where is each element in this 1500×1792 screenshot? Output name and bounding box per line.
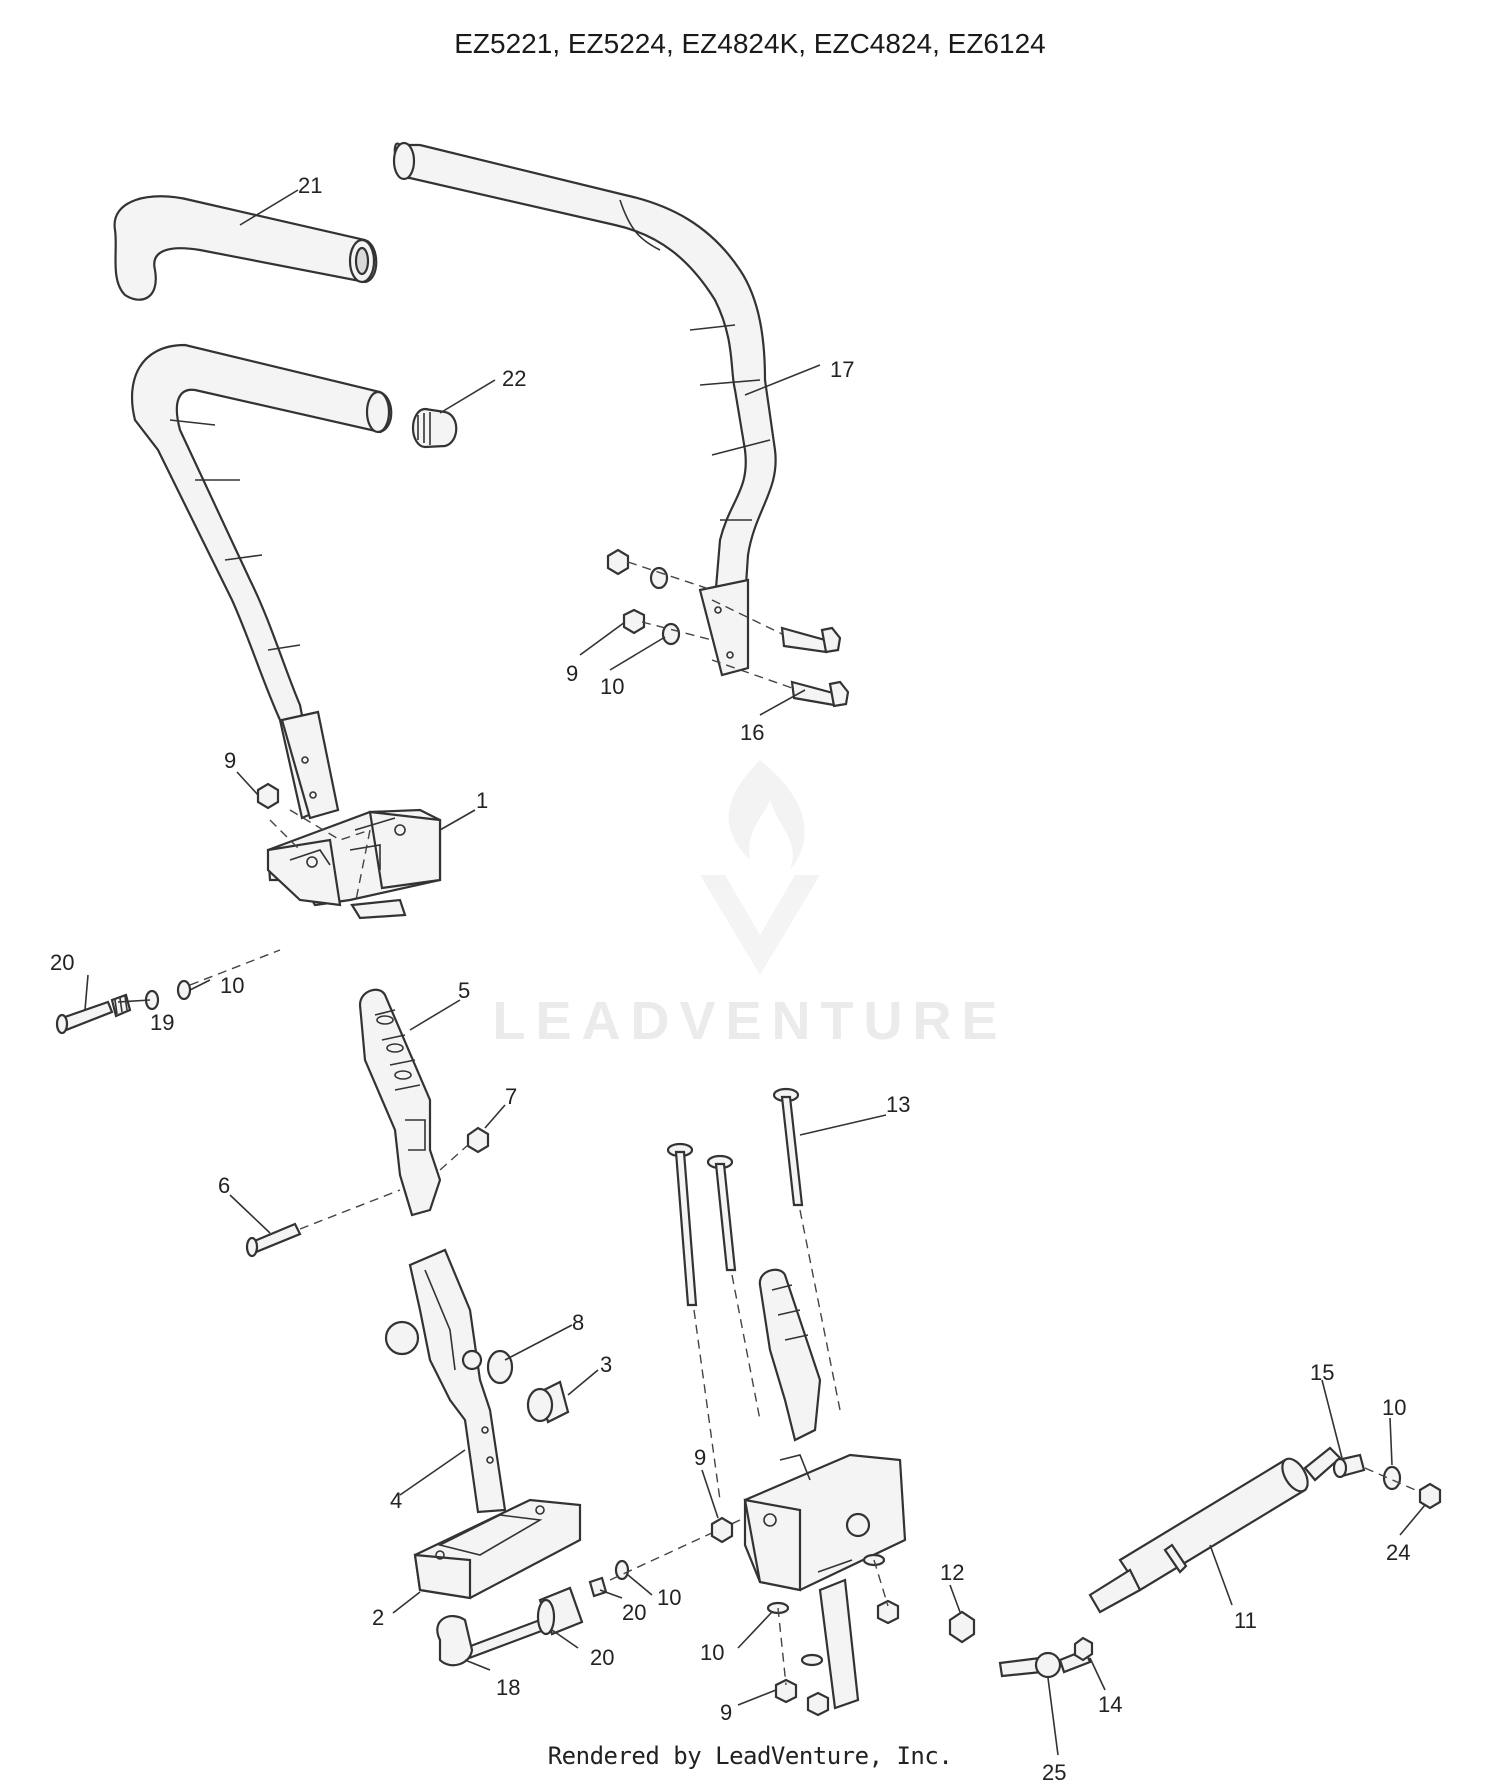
part-14-nut — [1073, 1636, 1094, 1662]
diagram-title: EZ5221, EZ5224, EZ4824K, EZC4824, EZ6124 — [454, 28, 1046, 59]
callout-25: 25 — [1042, 1760, 1066, 1785]
part-4-arm — [384, 1248, 507, 1514]
callout-21: 20 — [50, 950, 74, 975]
callout-10-lower-left: 10 — [657, 1585, 681, 1610]
part-9-nut-top — [256, 782, 280, 810]
part-13-pins — [666, 1087, 841, 1501]
part-18-knob-19-spacer — [436, 1519, 741, 1667]
part-7-nut — [466, 1126, 490, 1154]
callout-13: 13 — [886, 1092, 910, 1117]
callout-11: 11 — [1234, 1608, 1257, 1633]
block-lower-hardware — [710, 1516, 900, 1717]
part-3-bushing — [526, 1380, 570, 1424]
callout-10-block: 10 — [700, 1640, 724, 1665]
callout-1: 1 — [476, 788, 488, 813]
part-2-base-block — [413, 1498, 582, 1600]
callout-4: 4 — [390, 1488, 402, 1513]
right-lever-assembly — [743, 1268, 907, 1710]
callout-22: 21 — [298, 173, 322, 198]
part-22-handle-grip — [113, 195, 378, 301]
callout-3: 3 — [600, 1352, 612, 1377]
callout-2: 2 — [372, 1605, 384, 1630]
callout-10-right-handle: 10 — [600, 674, 624, 699]
part-left-handle-tube — [131, 343, 393, 820]
callout-19: 20 — [590, 1645, 614, 1670]
part-1-pivot-block — [266, 808, 442, 920]
callout-14: 14 — [1098, 1692, 1122, 1717]
callout-24: 24 — [1386, 1540, 1410, 1565]
callout-9-right-handle: 9 — [566, 661, 578, 686]
part-15-stud-24-nut — [1332, 1453, 1442, 1510]
callout-20-left: 19 — [150, 1010, 174, 1035]
callout-7: 7 — [505, 1084, 517, 1109]
callout-leaders — [84, 189, 1426, 1756]
callout-9-block: 9 — [694, 1445, 706, 1470]
callout-9-block-lower: 9 — [720, 1700, 732, 1725]
callout-10-left: 10 — [220, 973, 244, 998]
callout-15: 15 — [1310, 1360, 1334, 1385]
part-12-nut — [948, 1610, 976, 1644]
callout-10-spring: 10 — [1382, 1395, 1406, 1420]
part-5-lever — [358, 988, 442, 1217]
callout-6: 6 — [218, 1173, 230, 1198]
callout-5: 5 — [458, 978, 470, 1003]
right-handle-hardware — [606, 548, 850, 708]
callout-18: 18 — [496, 1675, 520, 1700]
block-side-hardware — [55, 809, 371, 1035]
part-23-plug — [411, 407, 458, 449]
part-6-pin — [245, 1144, 469, 1258]
callout-labels: 21 22 17 9 10 16 9 1 20 10 19 5 7 6 8 3 … — [50, 173, 1410, 1785]
part-11-gas-spring — [1088, 1446, 1342, 1614]
callout-20-lower: 20 — [622, 1600, 646, 1625]
callout-23: 22 — [502, 366, 526, 391]
callout-8: 8 — [572, 1310, 584, 1335]
footer-credit: Rendered by LeadVenture, Inc. — [547, 1742, 953, 1770]
callout-17: 17 — [830, 357, 854, 382]
callout-16: 16 — [740, 720, 764, 745]
part-17-right-handle — [392, 141, 777, 677]
callout-9-top: 9 — [224, 748, 236, 773]
watermark-text: LEADVENTURE — [492, 991, 1008, 1051]
part-8-ring — [486, 1349, 514, 1385]
watermark-logo — [700, 760, 820, 975]
callout-12: 12 — [940, 1560, 964, 1585]
